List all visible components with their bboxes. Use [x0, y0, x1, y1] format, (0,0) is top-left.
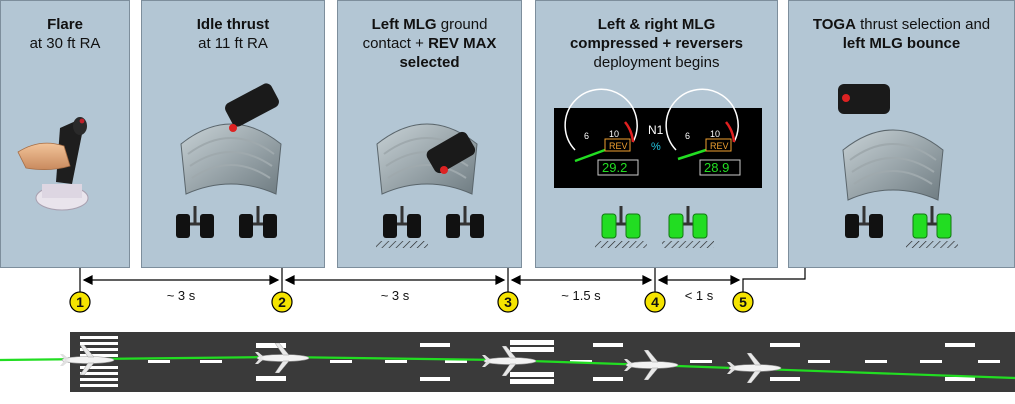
- event-marker-4: 4: [644, 291, 666, 313]
- event-marker-2: 2: [271, 291, 293, 313]
- panel5-l1-bold: TOGA: [812, 16, 856, 33]
- panel-flare-subtitle: at 30 ft RA: [29, 35, 101, 52]
- n1-right-tick-6: 6: [685, 131, 690, 141]
- landing-gear-airborne-icon: [175, 206, 278, 240]
- panel4-l3: deployment begins: [593, 54, 720, 71]
- runway-touchdown-markings: [256, 340, 975, 384]
- interval-4-label: < 1 s: [685, 288, 714, 303]
- n1-left-tick-6: 6: [584, 131, 589, 141]
- landing-gear-bounce-icon: [844, 206, 958, 248]
- timeline: ~ 3 s ~ 3 s ~ 1.5 s < 1 s 1 2 3 4 5: [69, 268, 806, 313]
- n1-label: N1: [648, 123, 664, 137]
- event-1-number: 1: [76, 294, 84, 310]
- event-2-number: 2: [278, 294, 286, 310]
- n1-gauge-right: 6 10 REV 28.9: [665, 88, 741, 176]
- interval-3-label: ~ 1.5 s: [561, 288, 601, 303]
- event-4-number: 4: [651, 294, 659, 310]
- n1-left-value: 29.2: [602, 160, 627, 175]
- n1-display: 6 10 REV 29.2 N1 % 6 10 REV 28.9: [554, 88, 762, 188]
- event-marker-1: 1: [69, 291, 91, 313]
- n1-right-rev: REV: [710, 141, 729, 151]
- panel3-l1-bold: Left MLG: [371, 16, 437, 33]
- panel4-l1-bold: Left & right MLG: [597, 16, 716, 33]
- interval-2-label: ~ 3 s: [381, 288, 410, 303]
- thrust-lever-idle-icon: [180, 83, 282, 195]
- landing-gear-left-contact-icon: [376, 206, 485, 248]
- thrust-lever-rev-max-icon: [376, 123, 478, 195]
- n1-gauge-left: 6 10 REV 29.2: [564, 88, 639, 176]
- runway-centerline: [148, 360, 1000, 363]
- panel-idle-title: Idle thrust: [196, 16, 270, 33]
- landing-gear-both-compressed-icon: [595, 206, 714, 248]
- event-marker-5: 5: [732, 291, 754, 313]
- runway-threshold-markings: [80, 336, 118, 387]
- sidestick-icon: [17, 117, 89, 211]
- panel-idle-subtitle: at 11 ft RA: [198, 35, 268, 52]
- event-marker-3: 3: [497, 291, 519, 313]
- n1-right-tick-10: 10: [710, 129, 720, 139]
- interval-1-label: ~ 3 s: [167, 288, 196, 303]
- event-3-number: 3: [504, 294, 512, 310]
- event-5-number: 5: [739, 294, 747, 310]
- panel3-l3-bold: selected: [399, 54, 460, 71]
- panel-flare-title: Flare: [47, 16, 83, 33]
- thrust-lever-toga-icon: [838, 84, 944, 201]
- n1-unit: %: [651, 141, 661, 153]
- n1-right-value: 28.9: [704, 160, 729, 175]
- panel3-l1-rest: ground: [436, 16, 488, 33]
- panel3-l2-pre: contact +: [362, 35, 429, 52]
- panel5-l2-bold: left MLG bounce: [842, 35, 961, 52]
- panel5-l1-rest: thrust selection and: [855, 16, 991, 33]
- n1-left-tick-10: 10: [609, 129, 619, 139]
- panel3-l2-bold: REV MAX: [428, 35, 497, 52]
- n1-left-rev: REV: [609, 141, 628, 151]
- panel4-l2-bold: compressed + reversers: [569, 35, 744, 52]
